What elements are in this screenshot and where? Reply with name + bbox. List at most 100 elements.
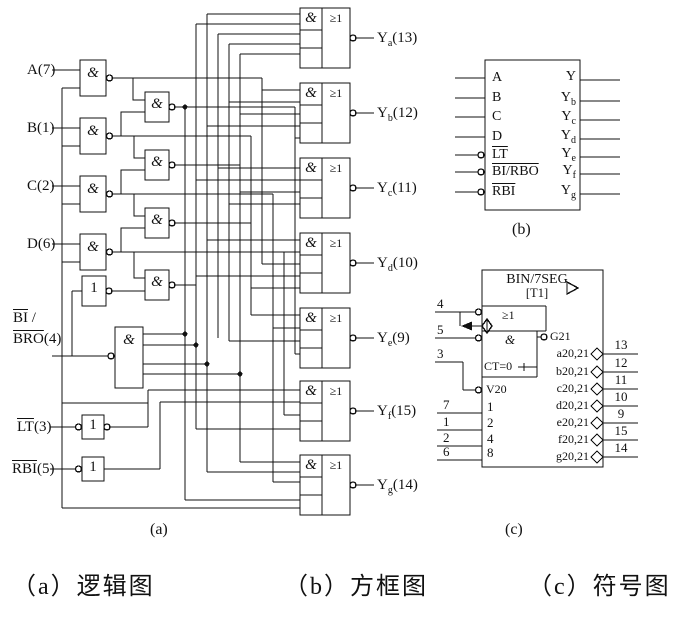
and-glyph: & xyxy=(87,181,99,197)
symbol-pin-2: 2 xyxy=(443,430,450,445)
caption-block-diagram: （b）方框图 xyxy=(284,574,428,600)
segment-a-label: a20,21 xyxy=(556,346,589,360)
junction-dots xyxy=(182,104,243,377)
input-label-d: D(6) xyxy=(27,236,56,252)
block-box xyxy=(484,59,581,211)
segment-f-label: f20,21 xyxy=(558,432,589,446)
caption-logic-diagram: （a）逻辑图 xyxy=(12,574,155,600)
symbol-v20: V20 xyxy=(486,382,507,396)
block-input-bi-rbo: BI/RBO xyxy=(492,164,539,179)
symbol-and-glyph: & xyxy=(505,332,516,347)
blanking-and-gate xyxy=(114,326,144,389)
symbol-diagram-shapes xyxy=(435,269,638,468)
segment-e-pin: 9 xyxy=(617,406,625,421)
symbol-pin-6: 6 xyxy=(443,444,450,459)
symbol-weight-4: 4 xyxy=(487,431,494,446)
block-input-a: A xyxy=(492,70,503,85)
segment-g-pin: 14 xyxy=(614,440,628,455)
segment-c-pin: 11 xyxy=(614,372,628,387)
segment-b-label: b20,21 xyxy=(556,364,589,378)
output-label-yb: Yb(12) xyxy=(377,105,418,124)
block-output-yd: Yd xyxy=(560,128,576,146)
and-glyph: & xyxy=(305,10,317,26)
and-glyph: & xyxy=(151,154,163,170)
or-glyph: ≥1 xyxy=(329,458,343,472)
block-input-lt: LT xyxy=(492,147,508,162)
block-output-yg: Yg xyxy=(560,183,576,201)
and-glyph: & xyxy=(123,332,135,348)
and-glyph: & xyxy=(305,457,317,473)
and-glyph: & xyxy=(151,274,163,290)
block-output-ye: Ye xyxy=(561,146,576,164)
output-label-yg: Yg(14) xyxy=(377,477,418,496)
output-label-yf: Yf(15) xyxy=(377,403,417,422)
not-glyph: 1 xyxy=(89,459,97,475)
block-input-d: D xyxy=(492,129,503,144)
segment-a-pin: 13 xyxy=(614,337,628,352)
and-glyph: & xyxy=(305,235,317,251)
lt-pin: (3) xyxy=(33,419,52,435)
segment-c-label: c20,21 xyxy=(556,381,589,395)
block-output-y: Y xyxy=(565,69,576,84)
subcaption-b: (b) xyxy=(512,221,531,238)
rbi-pin: (5) xyxy=(37,461,55,477)
and-glyph: & xyxy=(305,310,317,326)
symbol-title: BIN/7SEG xyxy=(506,272,568,287)
segment-g-label: g20,21 xyxy=(556,449,589,463)
rbo-arrow-icon xyxy=(461,321,472,331)
inversion-bubbles xyxy=(74,74,176,473)
symbol-ct0: CT=0 xyxy=(484,359,513,373)
lt-text: LT xyxy=(17,419,34,435)
and-glyph: & xyxy=(305,85,317,101)
block-output-yf: Yf xyxy=(562,163,576,181)
logic-diagram-wires xyxy=(50,13,300,509)
symbol-pin-1: 1 xyxy=(443,414,450,429)
symbol-box xyxy=(481,269,604,468)
symbol-pin-5: 5 xyxy=(437,322,444,337)
rbi-text: RBI xyxy=(12,461,38,477)
or-glyph: ≥1 xyxy=(329,311,343,325)
input-label-a: A(7) xyxy=(27,62,56,78)
segment-f-pin: 15 xyxy=(614,423,628,438)
or-glyph: ≥1 xyxy=(329,86,343,100)
input-label-b: B(1) xyxy=(27,120,55,136)
symbol-or-glyph: ≥1 xyxy=(502,308,515,322)
not-glyph: 1 xyxy=(90,280,98,296)
caption-symbol-diagram: （c）符号图 xyxy=(528,574,671,600)
input-label-rbi: RBI(5) xyxy=(12,461,55,478)
block-input-c: C xyxy=(492,109,502,124)
symbol-pin-4: 4 xyxy=(437,296,444,311)
and-glyph: & xyxy=(305,383,317,399)
pointer-triangle-icon xyxy=(566,280,580,296)
input-label-c: C(2) xyxy=(27,178,55,194)
block-output-yc: Yc xyxy=(561,109,576,127)
and-glyph: & xyxy=(305,160,317,176)
segment-output-diamonds xyxy=(590,347,604,464)
bi-text: BI xyxy=(13,310,28,326)
bi-slash: / xyxy=(28,310,36,326)
input-label-bi-bro: BI / BRO(4) xyxy=(13,308,61,350)
output-and-or-gates xyxy=(299,7,374,516)
output-label-yc: Yc(11) xyxy=(377,180,417,199)
segment-d-label: d20,21 xyxy=(556,398,589,412)
or-glyph: ≥1 xyxy=(329,236,343,250)
output-label-ya: Ya(13) xyxy=(377,30,418,49)
and-glyph: & xyxy=(151,96,163,112)
or-glyph: ≥1 xyxy=(329,161,343,175)
symbol-g21: G21 xyxy=(550,329,571,343)
subcaption-a: (a) xyxy=(150,521,168,538)
and-glyph: & xyxy=(87,123,99,139)
block-output-yb: Yb xyxy=(560,90,576,108)
segment-d-pin: 10 xyxy=(614,389,628,404)
and-glyph: & xyxy=(87,65,99,81)
segment-b-pin: 12 xyxy=(614,355,628,370)
block-input-b: B xyxy=(492,90,502,105)
block-diagram-shapes xyxy=(455,59,620,211)
subcaption-c: (c) xyxy=(505,521,523,538)
symbol-weight-2: 2 xyxy=(487,415,494,430)
symbol-weight-8: 8 xyxy=(487,445,494,460)
or-glyph: ≥1 xyxy=(329,11,343,25)
bro-text: BRO xyxy=(13,331,44,347)
